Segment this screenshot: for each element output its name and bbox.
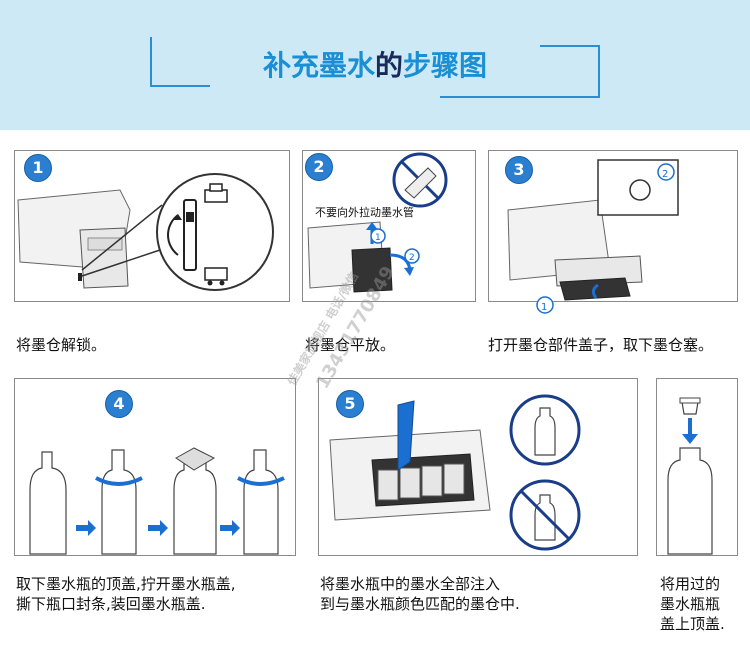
step1-caption: 将墨仓解锁。: [16, 336, 106, 355]
header-bracket-right-bottom: [440, 96, 600, 98]
header-bracket-left-foot: [150, 85, 210, 87]
step6-caption-line1: 将用过的: [660, 575, 720, 594]
step3-caption: 打开墨仓部件盖子，取下墨仓塞。: [488, 336, 713, 355]
step6-caption-line2: 墨水瓶瓶: [660, 595, 720, 614]
step2-badge: 2: [305, 153, 333, 181]
step4-badge: 4: [105, 390, 133, 418]
step6-caption-line3: 盖上顶盖.: [660, 615, 725, 634]
header-banner: 补充墨水的步骤图: [0, 0, 750, 130]
step6-panel: [656, 378, 738, 556]
page-title: 补充墨水的步骤图: [0, 44, 750, 84]
step1-panel: [14, 150, 290, 302]
step3-badge: 3: [505, 156, 533, 184]
step4-panel: [14, 378, 296, 556]
step5-panel: [318, 378, 638, 556]
step2-warning: 不要向外拉动墨水管: [315, 203, 414, 222]
step4-caption-line1: 取下墨水瓶的顶盖,拧开墨水瓶盖,: [16, 575, 236, 594]
step1-badge: 1: [24, 154, 52, 182]
step5-caption-line2: 到与墨水瓶颜色匹配的墨仓中.: [320, 595, 520, 614]
step5-badge: 5: [336, 390, 364, 418]
step4-caption-line2: 撕下瓶口封条,装回墨水瓶盖.: [16, 595, 206, 614]
svg-text:1: 1: [541, 302, 547, 313]
step5-caption-line1: 将墨水瓶中的墨水全部注入: [320, 575, 500, 594]
